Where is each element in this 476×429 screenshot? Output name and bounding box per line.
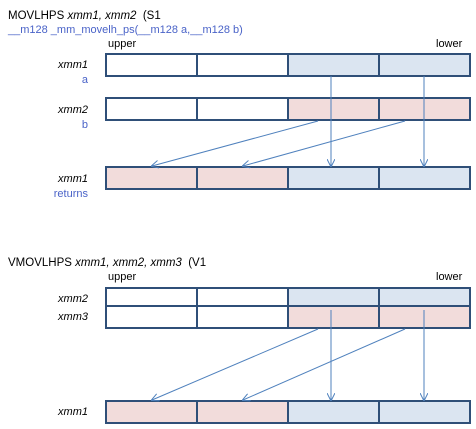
s1-register-row-3	[105, 166, 471, 190]
s1-register-row-3-lane-1	[105, 166, 198, 190]
s1-row1-label: xmm1	[58, 59, 88, 71]
section1-mnemonic: MOVLHPS	[8, 10, 65, 22]
s1-row2-sub: b	[81, 119, 88, 131]
s1-register-row-1-lane-3	[287, 53, 380, 77]
s1-row3-label: xmm1	[58, 173, 88, 185]
s1-arrow-b-high-to-high2	[243, 120, 406, 166]
section1-upper-label: upper	[108, 38, 137, 50]
s2-register-row-3-lane-2	[196, 400, 289, 424]
s1-register-row-1	[105, 53, 471, 77]
section1-intrinsic: __m128 _mm_movelh_ps(__m128 a,__m128 b)	[8, 24, 243, 36]
section2-title: VMOVLHPS xmm1, xmm2, xmm3 (V1	[8, 257, 206, 270]
section1-lower-label: lower	[436, 38, 463, 50]
s2-arrow-xmm3-low-to-high1	[152, 328, 319, 400]
s2-row1-label: xmm2	[58, 293, 88, 305]
section2-lower-label: lower	[436, 271, 463, 283]
section1-operands: xmm1, xmm2	[67, 10, 137, 22]
s1-register-row-2	[105, 97, 471, 121]
s1-register-row-3-lane-3	[287, 166, 380, 190]
s1-register-row-3-lane-4	[378, 166, 471, 190]
s1-register-row-2-lane-2	[196, 97, 289, 121]
s2-register-row-1	[105, 287, 471, 311]
section1-title: MOVLHPS xmm1, xmm2 (S1	[8, 10, 161, 23]
s2-arrow-xmm3-high-to-high2	[243, 328, 406, 400]
s2-register-row-3-lane-4	[378, 400, 471, 424]
s1-arrow-b-low-to-high1	[152, 120, 319, 166]
s1-row1-sub: a	[81, 74, 88, 86]
s2-register-row-3	[105, 400, 471, 424]
s2-register-row-2-lane-2	[196, 305, 289, 329]
s1-register-row-3-lane-2	[196, 166, 289, 190]
s2-register-row-2-lane-3	[287, 305, 380, 329]
section1-paren: (S1	[142, 10, 161, 22]
section2-operands: xmm1, xmm2, xmm3	[75, 257, 182, 269]
s1-register-row-2-lane-3	[287, 97, 380, 121]
section2-paren: (V1	[188, 257, 207, 269]
s1-register-row-1-lane-1	[105, 53, 198, 77]
section2-mnemonic: VMOVLHPS	[8, 257, 72, 269]
section2-upper-label: upper	[108, 271, 137, 283]
s1-register-row-1-lane-2	[196, 53, 289, 77]
s2-register-row-3-lane-1	[105, 400, 198, 424]
s1-register-row-1-lane-4	[378, 53, 471, 77]
s2-row3-label: xmm1	[58, 406, 88, 418]
s1-row3-sub: returns	[53, 188, 88, 200]
s1-row2-label: xmm2	[58, 104, 88, 116]
s2-register-row-2-lane-1	[105, 305, 198, 329]
s2-register-row-2	[105, 305, 471, 329]
s2-row2-label: xmm3	[58, 311, 88, 323]
s1-register-row-2-lane-1	[105, 97, 198, 121]
s2-register-row-3-lane-3	[287, 400, 380, 424]
